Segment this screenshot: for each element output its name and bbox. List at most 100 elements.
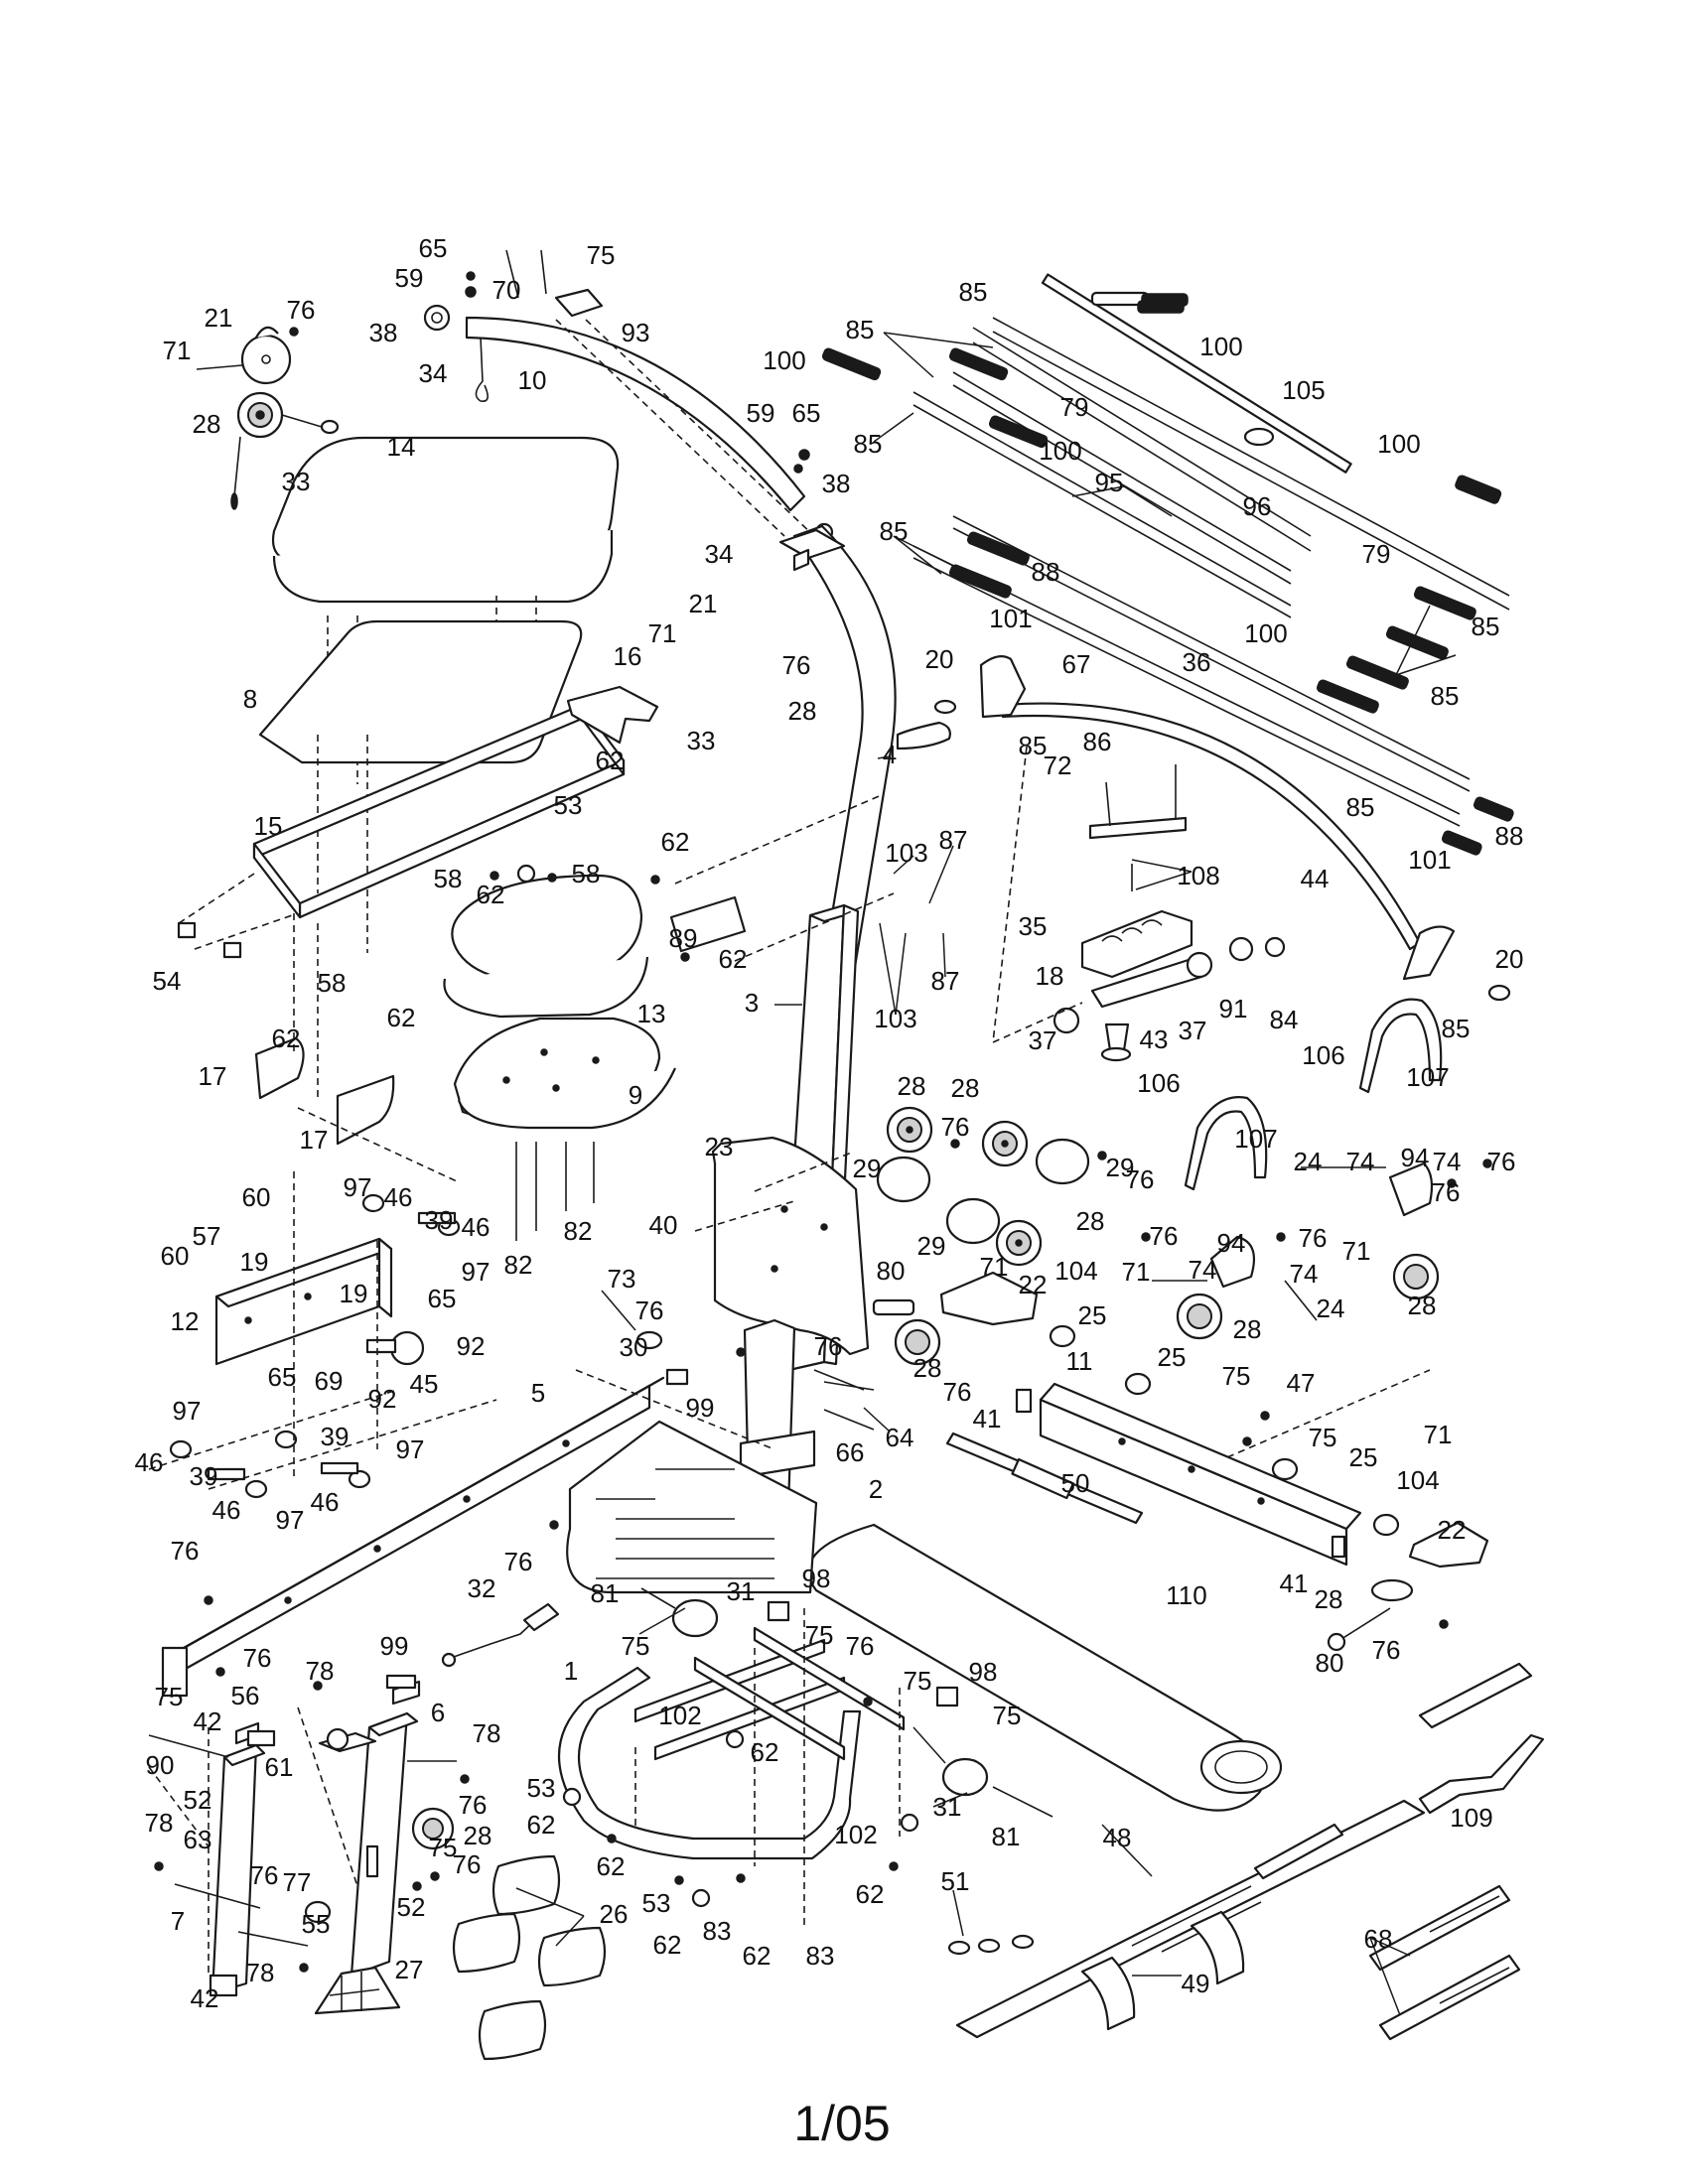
part-callout: 9: [629, 1080, 642, 1110]
part-callout: 92: [368, 1384, 397, 1414]
part-callout: 76: [635, 1296, 664, 1325]
part-callout: 28: [898, 1071, 926, 1101]
part-callout: 36: [1183, 647, 1211, 677]
upper-arm-10: [423, 249, 834, 542]
seat-frame-15: [177, 685, 659, 959]
part-callout: 107: [1234, 1124, 1277, 1154]
base-1: [558, 1587, 1053, 1860]
part-callout: 54: [153, 966, 182, 996]
part-callout: 81: [591, 1578, 620, 1608]
part-callout: 75: [1222, 1361, 1251, 1391]
handles-68: [1368, 1884, 1521, 2041]
part-callout: 82: [564, 1216, 593, 1246]
part-callout: 68: [1364, 1924, 1393, 1954]
part-callout: 58: [572, 859, 601, 888]
part-callout: 48: [1103, 1823, 1132, 1852]
part-callout: 103: [874, 1004, 916, 1033]
part-callout: 53: [554, 790, 583, 820]
part-callout: 85: [880, 516, 909, 546]
part-callout: 73: [608, 1264, 636, 1294]
part-callout: 84: [1270, 1005, 1299, 1034]
part-callout: 5: [531, 1378, 545, 1408]
part-callout: 94: [1401, 1143, 1430, 1172]
part-callout: 95: [1095, 468, 1124, 497]
part-callout: 75: [1309, 1423, 1337, 1452]
part-callout: 67: [1062, 649, 1091, 679]
part-callout: 50: [1061, 1468, 1090, 1498]
part-callout: 24: [1317, 1294, 1345, 1323]
part-callout: 97: [396, 1434, 425, 1464]
part-callout: 85: [1019, 731, 1048, 760]
part-callout: 51: [941, 1866, 970, 1896]
part-callout: 62: [653, 1930, 682, 1960]
handles-49: [1080, 1910, 1245, 2031]
part-callout: 104: [1054, 1256, 1097, 1286]
part-callout: 29: [917, 1231, 946, 1261]
part-callout: 86: [1083, 727, 1112, 756]
part-callout: 28: [1076, 1206, 1105, 1236]
brackets-17: [254, 913, 395, 1146]
part-callout: 43: [1140, 1024, 1169, 1054]
part-callout: 76: [250, 1860, 279, 1890]
part-callout: 92: [457, 1331, 486, 1361]
part-callout: 26: [600, 1899, 629, 1929]
foot-27: [314, 1966, 401, 2015]
part-callout: 31: [727, 1576, 756, 1606]
part-callout: 65: [792, 398, 821, 428]
part-callout: 76: [846, 1631, 875, 1661]
part-callout: 75: [622, 1631, 650, 1661]
upright-4: [778, 524, 951, 975]
part-callout: 33: [282, 467, 311, 496]
part-callout: 97: [462, 1257, 491, 1287]
part-callout: 28: [1315, 1584, 1343, 1614]
part-callout: 75: [587, 240, 616, 270]
part-callout: 17: [199, 1061, 227, 1091]
part-callout: 101: [989, 604, 1032, 633]
part-callout: 28: [788, 696, 817, 726]
part-callout: 32: [468, 1573, 496, 1603]
part-callout: 85: [1346, 792, 1375, 822]
part-callout: 74: [1189, 1255, 1217, 1285]
rail-50: [945, 1432, 1144, 1525]
part-callout: 85: [1431, 681, 1460, 711]
part-callout: 62: [272, 1024, 301, 1053]
part-callout: 100: [1244, 618, 1287, 648]
part-callout: 71: [1342, 1236, 1371, 1266]
part-callout: 71: [163, 336, 192, 365]
handle-45-and-rollers: [169, 1193, 461, 1499]
part-callout: 76: [1150, 1221, 1179, 1251]
part-callout: 35: [1019, 911, 1048, 941]
part-callout: 60: [242, 1182, 271, 1212]
part-callout: 1: [564, 1656, 578, 1686]
part-callout: 33: [687, 726, 716, 755]
part-callout: 99: [686, 1393, 715, 1423]
part-callout: 97: [173, 1396, 202, 1426]
part-callout: 104: [1396, 1465, 1439, 1495]
part-callout: 34: [705, 539, 734, 569]
part-callout: 70: [492, 275, 521, 305]
frame-12: [214, 1237, 393, 1366]
part-callout: 65: [428, 1284, 457, 1313]
part-callout: 81: [992, 1822, 1021, 1851]
part-callout: 62: [596, 746, 625, 775]
part-callout: 96: [1243, 491, 1272, 521]
part-callout: 42: [191, 1983, 219, 2013]
part-callout: 19: [240, 1247, 269, 1277]
part-callout: 101: [1408, 845, 1451, 875]
part-callout: 2: [869, 1474, 883, 1504]
leader-lines: [515, 332, 1457, 2016]
part-callout: 37: [1179, 1016, 1207, 1045]
part-callout: 28: [464, 1821, 492, 1850]
part-callout: 17: [300, 1125, 329, 1155]
part-callout: 39: [190, 1461, 218, 1491]
frame-5: [161, 1376, 665, 1698]
part-callout: 76: [504, 1547, 533, 1576]
part-callout: 46: [311, 1487, 340, 1517]
pads-106: [1152, 998, 1443, 1321]
part-callout: 72: [1044, 751, 1072, 780]
weight-horn-assembly: [1052, 909, 1286, 1062]
back-pad-23: [711, 1136, 870, 1356]
part-callout: 85: [846, 315, 875, 344]
part-callout: 76: [1299, 1223, 1328, 1253]
part-callout: 53: [527, 1773, 556, 1803]
